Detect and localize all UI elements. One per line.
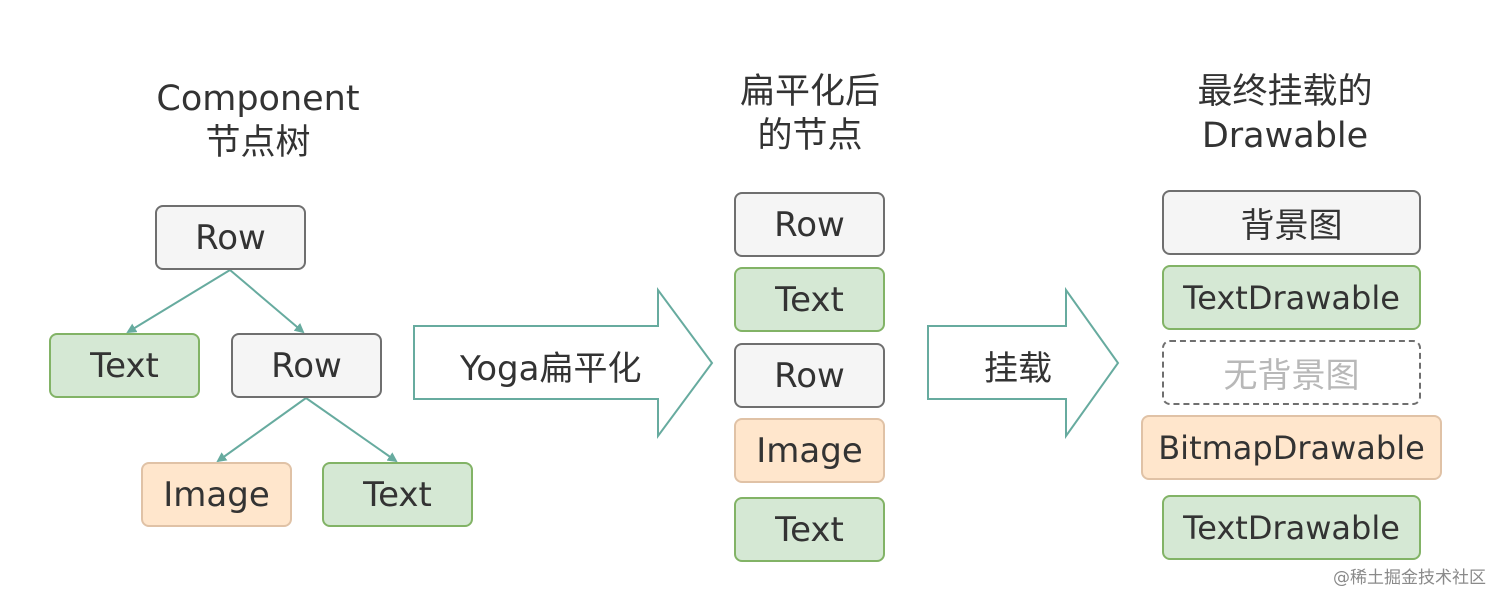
flat-node-image: Image: [734, 418, 885, 483]
drawable-bitmap: BitmapDrawable: [1141, 415, 1442, 480]
drawable-text: TextDrawable: [1162, 265, 1421, 330]
flat-title: 扁平化后: [739, 72, 880, 112]
flat-heading: 扁平化后 的节点: [700, 70, 920, 158]
tree-node-text: Text: [49, 333, 200, 398]
tree-node-row: Row: [231, 333, 382, 398]
flat-node-text: Text: [734, 267, 885, 332]
flatten-arrow-shape: [413, 286, 714, 440]
edge-row-to-text: [305, 397, 398, 463]
mount-arrow-label: 挂载: [984, 349, 1052, 389]
flat-subtitle: 的节点: [757, 116, 863, 156]
tree-heading: Component 节点树: [118, 77, 398, 165]
tree-node-image: Image: [141, 462, 292, 527]
edge-root-to-row: [229, 269, 305, 334]
edge-root-to-text: [126, 269, 231, 334]
drawable-title: 最终挂载的: [1197, 72, 1373, 112]
flat-node-row: Row: [734, 192, 885, 257]
flat-node-text-2: Text: [734, 497, 885, 562]
drawable-subtitle: Drawable: [1201, 116, 1369, 156]
tree-title: Component: [156, 79, 360, 119]
flatten-arrow-label: Yoga扁平化: [460, 349, 642, 389]
tree-node-root-row: Row: [155, 205, 306, 270]
edge-row-to-image: [216, 397, 307, 463]
flat-node-row-2: Row: [734, 343, 885, 408]
drawable-background: 背景图: [1162, 190, 1421, 255]
watermark: @稀土掘金技术社区: [1333, 568, 1486, 588]
drawable-heading: 最终挂载的 Drawable: [1150, 70, 1420, 158]
mount-arrow-shape: [927, 286, 1120, 440]
drawable-no-background: 无背景图: [1162, 340, 1421, 405]
tree-subtitle: 节点树: [205, 123, 311, 163]
drawable-text-2: TextDrawable: [1162, 495, 1421, 560]
tree-node-text-2: Text: [322, 462, 473, 527]
